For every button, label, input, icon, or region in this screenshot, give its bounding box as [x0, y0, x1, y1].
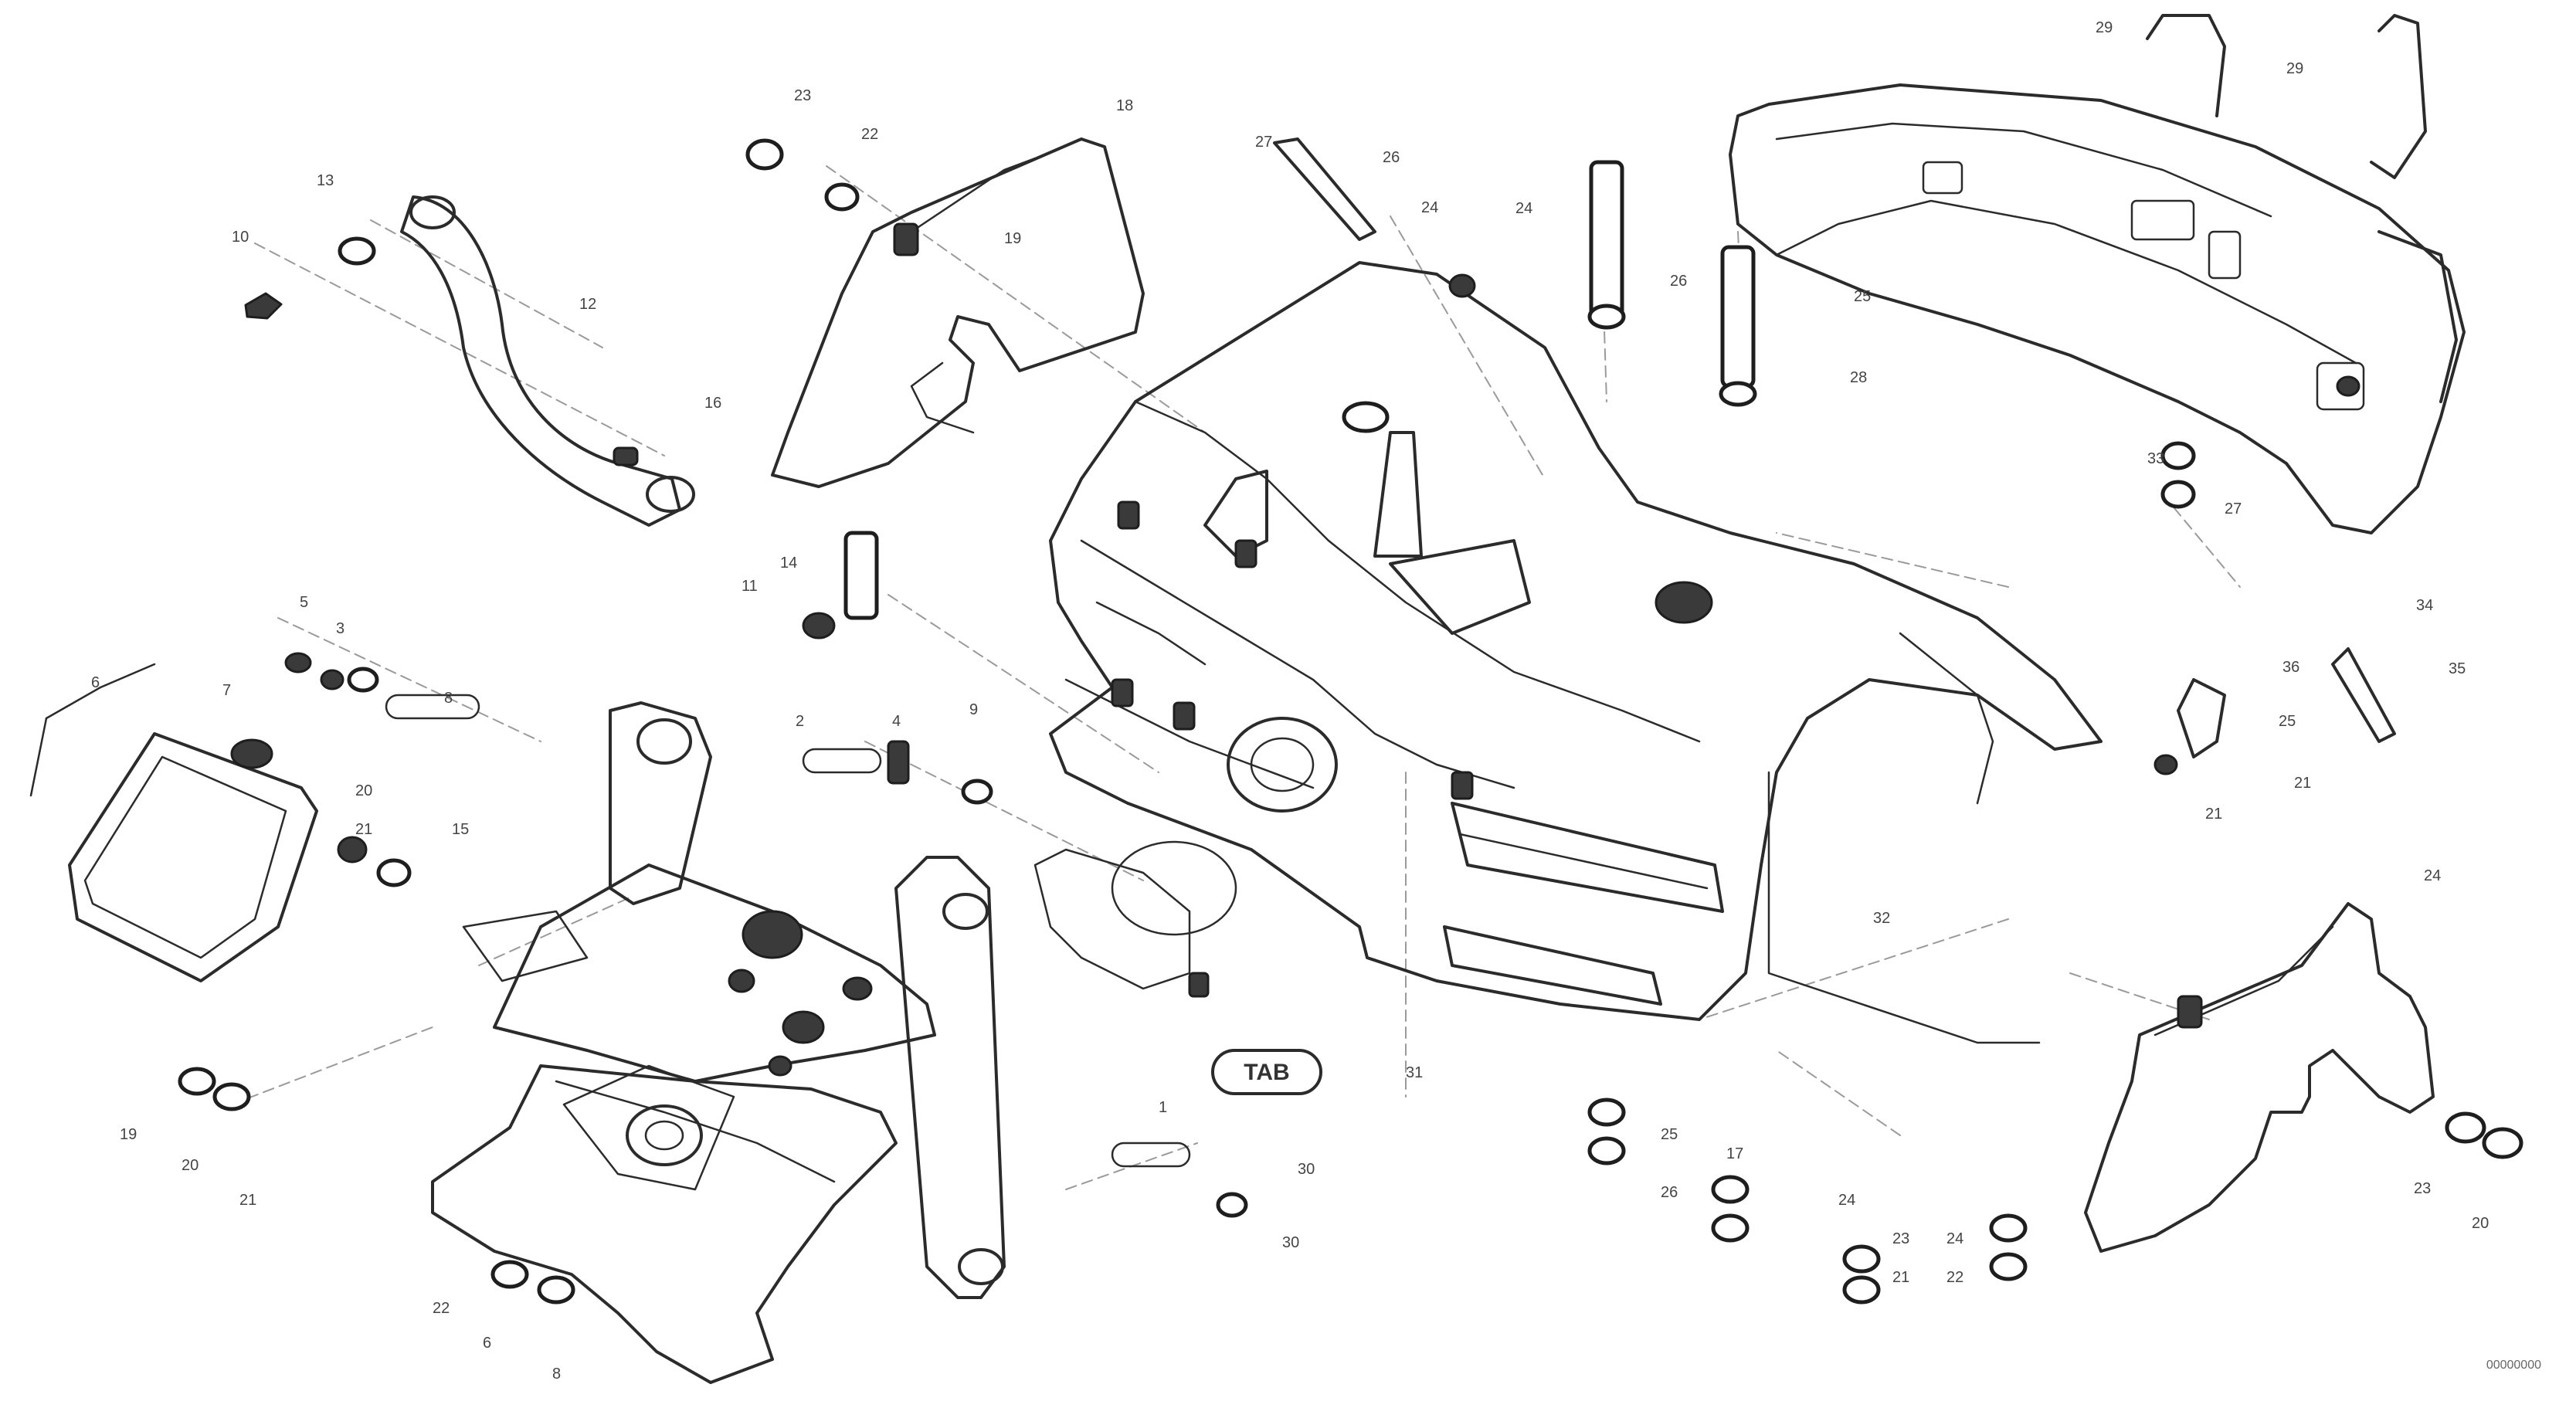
callout: 21: [1892, 1269, 1909, 1286]
callout: 11: [742, 578, 758, 595]
main-frame: [1049, 261, 2103, 1044]
callout: 21: [2294, 775, 2311, 792]
callout: 24: [1421, 199, 1438, 216]
callout: 20: [2472, 1215, 2489, 1232]
callout: 27: [1255, 134, 1272, 151]
callout: 30: [1298, 1161, 1315, 1178]
callout: 21: [2205, 806, 2222, 823]
callout: 22: [1946, 1269, 1963, 1286]
callout: 6: [483, 1335, 491, 1352]
callout: 30: [1282, 1234, 1299, 1251]
callout: 31: [1406, 1064, 1423, 1081]
lower-guard-plate: [2084, 902, 2523, 1253]
callout: 22: [861, 126, 878, 143]
callout: 23: [2414, 1180, 2431, 1197]
callout: 14: [780, 555, 797, 572]
callout: 18: [1116, 97, 1133, 114]
hardware-parts: [178, 137, 2396, 1305]
callout: 20: [182, 1157, 199, 1174]
callout: 35: [2449, 660, 2466, 677]
callout: 2: [796, 713, 804, 730]
callout: 27: [2225, 500, 2242, 517]
callout: 1: [1159, 1099, 1167, 1116]
callout: 26: [1383, 149, 1400, 166]
leader-lines: [231, 161, 2241, 1190]
callout: 32: [1873, 910, 1890, 927]
callout: 20: [355, 782, 372, 799]
window-frame: [29, 663, 318, 982]
callout: 8: [444, 690, 453, 707]
callout: 28: [1850, 369, 1867, 386]
callout: 24: [1838, 1192, 1855, 1209]
callout: 19: [1004, 230, 1021, 247]
view-badge: TAB: [1211, 1049, 1322, 1095]
callout: 4: [892, 713, 901, 730]
callout: 3: [336, 620, 344, 637]
callout: 24: [2424, 867, 2441, 884]
link-arm: [244, 195, 695, 527]
callout: 21: [239, 1192, 256, 1209]
callout: 15: [452, 821, 469, 838]
callout: 10: [232, 229, 249, 246]
callout: 17: [1726, 1145, 1743, 1162]
mount-bracket: [431, 701, 1006, 1384]
callout: 26: [1661, 1184, 1678, 1201]
callout: 5: [300, 594, 308, 611]
callout: 16: [704, 395, 721, 412]
callout: 7: [222, 682, 231, 699]
callout: 13: [317, 172, 334, 189]
callout: 19: [120, 1126, 137, 1143]
callout: 33: [2147, 450, 2164, 467]
callout: 8: [552, 1366, 561, 1383]
callout: 23: [794, 87, 811, 104]
view-badge-label: TAB: [1244, 1060, 1289, 1085]
callout: 12: [579, 296, 596, 313]
callout: 24: [1946, 1230, 1963, 1247]
rear-bumper: [1729, 14, 2466, 534]
upper-guard-plate: [745, 137, 1145, 488]
drawing-reference: 00000000: [2486, 1359, 2541, 1372]
callout: 25: [1854, 288, 1871, 305]
callout: 26: [1670, 273, 1687, 290]
callout-labels: 10 13 12 16 23 22 19 18 27 26 24 24 26 2…: [91, 19, 2489, 1383]
callout: 25: [1661, 1126, 1678, 1143]
callout: 25: [2279, 713, 2296, 730]
callout: 21: [355, 821, 372, 838]
callout: 24: [1515, 200, 1532, 217]
callout: 34: [2416, 597, 2433, 614]
callout: 23: [1892, 1230, 1909, 1247]
callout: 6: [91, 674, 100, 691]
callout: 22: [433, 1300, 450, 1317]
callout: 9: [969, 701, 978, 718]
callout: 36: [2282, 659, 2299, 676]
callout: 29: [2286, 60, 2303, 77]
callout: 29: [2096, 19, 2113, 36]
